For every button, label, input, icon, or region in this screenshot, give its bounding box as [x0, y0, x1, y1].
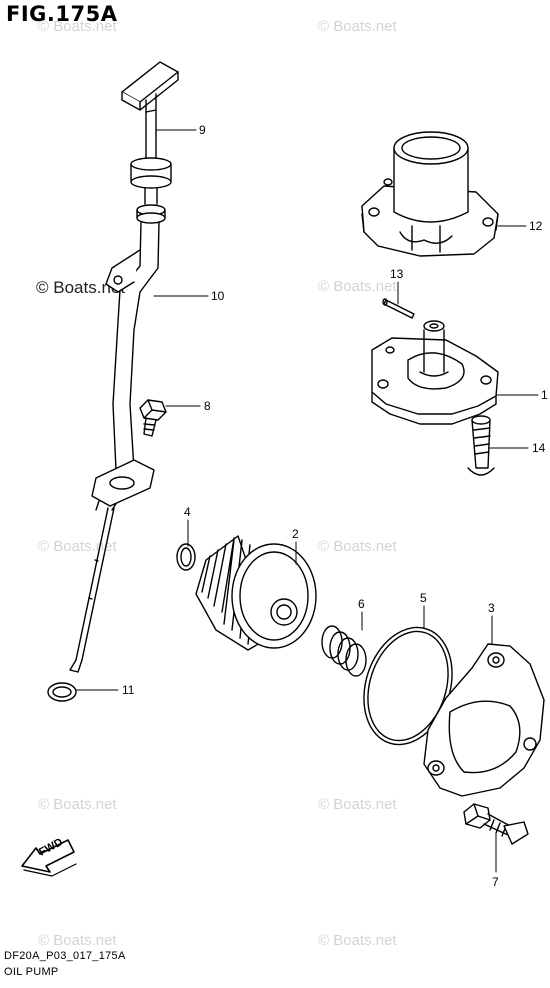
- spring-6-part[interactable]: [321, 625, 367, 677]
- leader-lines: [75, 129, 539, 873]
- watermark: © Boats.net: [318, 18, 397, 35]
- watermark: © Boats.net: [36, 278, 126, 297]
- watermark: © Boats.net: [38, 18, 117, 35]
- figure-caption: OIL PUMP: [4, 966, 59, 978]
- watermark: © Boats.net: [38, 932, 117, 949]
- watermark: © Boats.net: [318, 932, 397, 949]
- watermark: © Boats.net: [318, 278, 397, 295]
- watermark: © Boats.net: [38, 538, 117, 555]
- watermark: © Boats.net: [38, 796, 117, 813]
- callout-4[interactable]: 4: [184, 505, 191, 519]
- bolt-8-part[interactable]: [139, 399, 167, 437]
- oil-pump-assy-1-part[interactable]: [371, 320, 499, 425]
- callout-1[interactable]: 1: [541, 388, 548, 402]
- callout-7[interactable]: 7: [492, 875, 499, 889]
- pin-13-part[interactable]: [382, 298, 415, 319]
- watermark: © Boats.net: [318, 538, 397, 555]
- watermark: © Boats.net: [318, 796, 397, 813]
- callout-12[interactable]: 12: [529, 219, 543, 233]
- callout-14[interactable]: 14: [532, 441, 546, 455]
- callout-3[interactable]: 3: [488, 601, 495, 615]
- oil-pump-cover-3-part[interactable]: [423, 643, 545, 797]
- bolt-7-part[interactable]: [463, 803, 529, 845]
- callout-13[interactable]: 13: [390, 267, 404, 281]
- oil-pump-housing-12-part[interactable]: [361, 131, 499, 257]
- o-ring-4-part[interactable]: [176, 543, 196, 571]
- callout-8[interactable]: 8: [204, 399, 211, 413]
- fwd-arrow-icon: [21, 839, 77, 877]
- o-ring-11-part[interactable]: [47, 682, 77, 702]
- callout-10[interactable]: 10: [211, 289, 225, 303]
- callout-6[interactable]: 6: [358, 597, 365, 611]
- oil-level-gauge-part[interactable]: [121, 61, 179, 224]
- callout-2[interactable]: 2: [292, 527, 299, 541]
- figure-title: FIG.175A: [6, 2, 118, 26]
- oil-level-gauge-guide-part[interactable]: [69, 221, 160, 673]
- callout-9[interactable]: 9: [199, 123, 206, 137]
- oil-filter-2-part[interactable]: [195, 535, 317, 651]
- callout-11[interactable]: 11: [122, 683, 135, 697]
- figure-code: DF20A_P03_017_175A: [4, 950, 126, 962]
- callout-5[interactable]: 5: [420, 591, 427, 605]
- screw-14-part[interactable]: [467, 415, 495, 476]
